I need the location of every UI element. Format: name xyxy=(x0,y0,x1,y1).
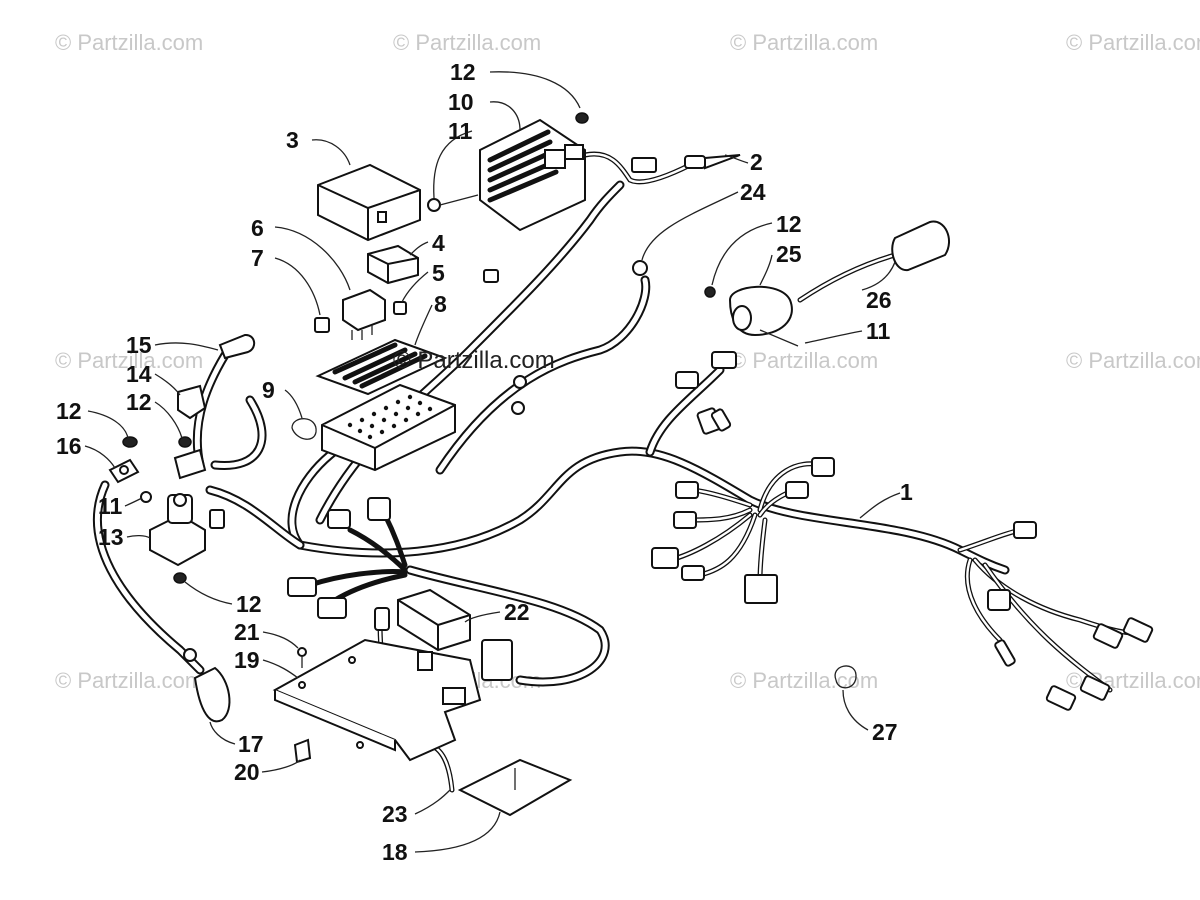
starter-solenoid-13 xyxy=(149,493,225,584)
bushing-20 xyxy=(293,738,312,764)
watermark: © Partzilla.com xyxy=(55,30,203,55)
nut-12 xyxy=(575,112,589,124)
cable-terminal-15 xyxy=(218,334,256,360)
ring-terminal-24 xyxy=(511,260,648,415)
watermark: © Partzilla.com xyxy=(55,348,203,373)
terminal-boot-14 xyxy=(177,384,207,420)
switch-25 xyxy=(704,285,799,369)
callout-14: 14 xyxy=(126,361,152,387)
connector-cluster-right xyxy=(987,521,1154,711)
callout-21: 21 xyxy=(234,619,260,645)
label-plate-8 xyxy=(315,338,448,396)
connector-2 xyxy=(631,154,741,173)
callout-26: 26 xyxy=(866,287,892,313)
callout-3: 3 xyxy=(286,127,299,153)
leader-lines xyxy=(84,71,901,853)
callout-7: 7 xyxy=(251,245,264,271)
relay-box-3 xyxy=(317,163,421,242)
screw-11 xyxy=(427,194,479,212)
callout-12-switch: 12 xyxy=(776,211,802,237)
watermark: © Partzilla.com xyxy=(1066,348,1200,373)
callout-1: 1 xyxy=(900,479,913,505)
callout-17: 17 xyxy=(238,731,264,757)
clip-27 xyxy=(834,665,857,689)
callout-19: 19 xyxy=(234,647,260,673)
callout-8: 8 xyxy=(434,291,447,317)
relay-6 xyxy=(342,288,386,340)
callout-22: 22 xyxy=(504,599,530,625)
callout-6: 6 xyxy=(251,215,264,241)
callout-12-top: 12 xyxy=(450,59,476,85)
callout-16: 16 xyxy=(56,433,82,459)
callout-23: 23 xyxy=(382,801,408,827)
fuse-7 xyxy=(314,317,330,333)
decal-18 xyxy=(457,758,573,817)
watermark: © Partzilla.com xyxy=(730,668,878,693)
relay-4 xyxy=(367,244,419,285)
terminal-16 xyxy=(108,448,207,484)
watermark-layer: © Partzilla.com © Partzilla.com © Partzi… xyxy=(55,30,1200,693)
callout-11-solenoid: 11 xyxy=(98,493,123,519)
callout-2: 2 xyxy=(750,149,763,175)
callout-13: 13 xyxy=(98,524,124,550)
callout-12-left: 12 xyxy=(56,398,82,424)
callout-4: 4 xyxy=(432,230,445,256)
wire-harness xyxy=(92,151,1143,793)
callout-18: 18 xyxy=(382,839,408,865)
callout-11-switch: 11 xyxy=(866,318,891,344)
fuse-5 xyxy=(393,301,407,315)
watermark: © Partzilla.com xyxy=(393,30,541,55)
watermark: © Partzilla.com xyxy=(730,348,878,373)
watermark-center: © Partzilla.com xyxy=(393,347,555,374)
callout-25: 25 xyxy=(776,241,802,267)
callout-15: 15 xyxy=(126,332,152,358)
callout-27: 27 xyxy=(872,719,898,745)
connector-cluster-center xyxy=(287,269,499,631)
callout-10: 10 xyxy=(448,89,474,115)
clip-9 xyxy=(291,418,317,440)
callout-11-regulator: 11 xyxy=(448,118,473,144)
callout-9: 9 xyxy=(262,377,275,403)
voltage-regulator-10 xyxy=(479,118,586,232)
watermark: © Partzilla.com xyxy=(1066,30,1200,55)
callout-labels: 1 2 3 4 5 6 7 8 9 10 11 11 11 12 12 12 1… xyxy=(56,59,913,865)
watermark: © Partzilla.com xyxy=(730,30,878,55)
grip-26 xyxy=(891,220,950,272)
screw-21 xyxy=(297,647,307,668)
callout-20: 20 xyxy=(234,759,260,785)
mounting-plate-19 xyxy=(272,638,482,762)
nut-12 xyxy=(122,436,192,448)
screw-11 xyxy=(140,491,152,503)
callout-12-boot: 12 xyxy=(126,389,152,415)
callout-24: 24 xyxy=(740,179,766,205)
connector-cluster-mid xyxy=(651,408,835,604)
callout-12-bottom: 12 xyxy=(236,591,262,617)
terminal-cap-17 xyxy=(183,648,231,723)
watermark: © Partzilla.com xyxy=(55,668,203,693)
control-module-22 xyxy=(397,588,513,681)
fuse-block-9 xyxy=(321,383,456,472)
callout-5: 5 xyxy=(432,260,445,286)
